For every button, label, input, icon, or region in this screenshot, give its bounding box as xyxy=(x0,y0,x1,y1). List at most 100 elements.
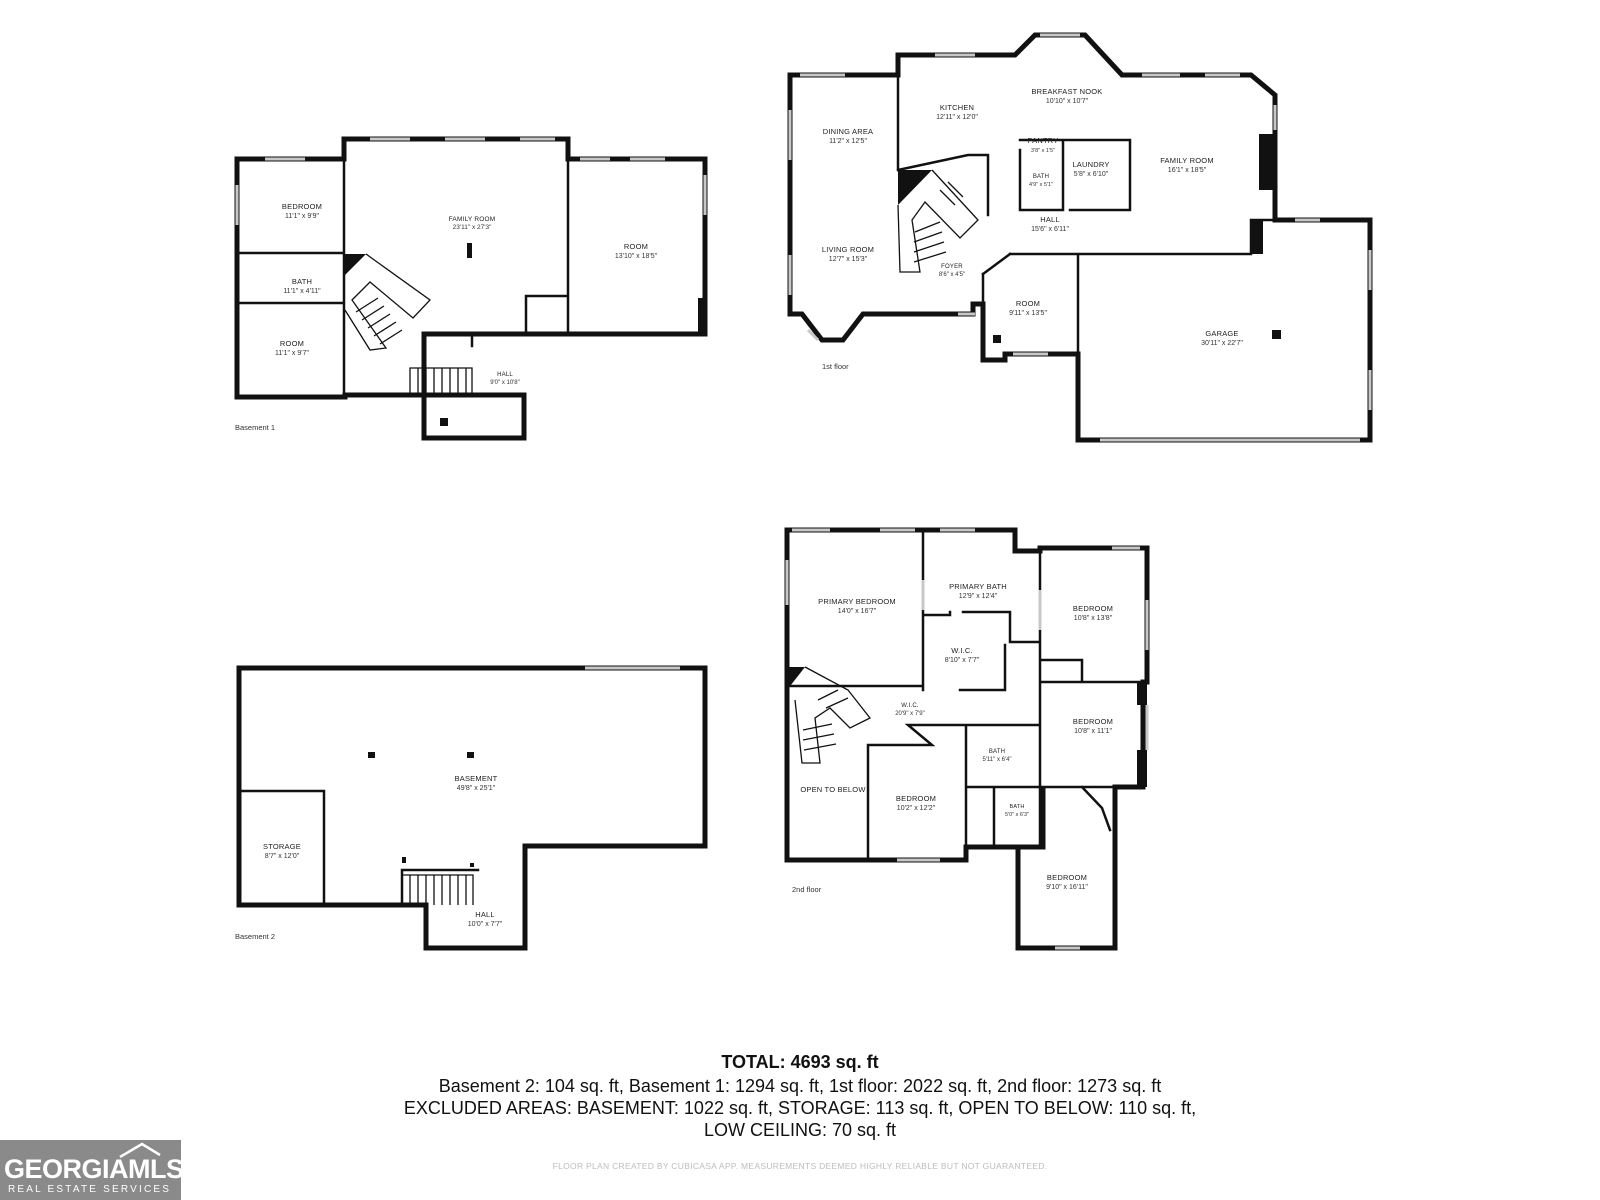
f2-bedroom3-name: BEDROOM xyxy=(896,794,936,803)
basement1-label: Basement 1 xyxy=(235,423,275,432)
f2-bedroom4-name: BEDROOM xyxy=(1047,873,1087,882)
first-floor-label: 1st floor xyxy=(822,362,849,371)
first-floor-plan: DINING AREA 11'2" x 12'5" KITCHEN 12'11"… xyxy=(787,32,1373,443)
b1-family-room-dims: 23'11" x 27'3" xyxy=(453,224,492,231)
b2-basement-dims: 49'8" x 25'1" xyxy=(457,785,496,792)
first-floor-stairs xyxy=(897,169,979,273)
f2-bedroom1-name: BEDROOM xyxy=(1073,604,1113,613)
second-floor-label: 2nd floor xyxy=(792,885,822,894)
f1-bath-name: BATH xyxy=(1033,174,1049,180)
f1-foyer-name: FOYER xyxy=(941,264,963,270)
f1-breakfast-nook-dims: 10'10" x 10'7" xyxy=(1046,98,1089,105)
f1-living-room-name: LIVING ROOM xyxy=(822,245,874,254)
b1-room-dims: 11'1" x 9'7" xyxy=(275,350,309,357)
f2-open-to-below-name: OPEN TO BELOW xyxy=(800,785,866,794)
f2-bedroom2-dims: 10'8" x 11'1" xyxy=(1074,728,1112,735)
b1-bath-name: BATH xyxy=(292,277,312,286)
basement2-label: Basement 2 xyxy=(235,932,275,941)
f1-dining-dims: 11'2" x 12'5" xyxy=(829,138,867,145)
floor-areas-line: Basement 2: 104 sq. ft, Basement 1: 1294… xyxy=(438,1076,1162,1096)
basement2-outer-wall xyxy=(236,665,708,951)
f2-primary-bath-dims: 12'9" x 12'4" xyxy=(959,593,998,600)
f1-dining-name: DINING AREA xyxy=(823,127,874,136)
f1-kitchen-dims: 12'11" x 12'0" xyxy=(936,114,978,121)
f2-bath1-dims: 5'11" x 6'4" xyxy=(982,757,1011,763)
f1-kitchen-name: KITCHEN xyxy=(940,103,974,112)
f1-bath-dims: 4'9" x 5'1" xyxy=(1029,182,1053,188)
second-floor-wall-block-2 xyxy=(1137,750,1147,787)
total-area: TOTAL: 4693 sq. ft xyxy=(721,1052,879,1072)
basement2-post-4 xyxy=(470,863,474,867)
first-floor-garage-corner xyxy=(1251,220,1263,254)
basement2-post-1 xyxy=(368,752,375,758)
basement1-interior-walls xyxy=(235,157,570,397)
f1-pantry-dims: 3'8" x 1'5" xyxy=(1031,148,1055,154)
basement2-post-2 xyxy=(467,752,474,758)
b2-storage-dims: 8'7" x 12'0" xyxy=(265,853,300,860)
basement2-plan: BASEMENT 49'8" x 25'1" STORAGE 8'7" x 12… xyxy=(235,665,708,951)
b1-bedroom-name: BEDROOM xyxy=(282,202,322,211)
f1-hall-dims: 15'6" x 6'11" xyxy=(1031,226,1069,233)
b2-hall-name: HALL xyxy=(475,910,495,919)
second-floor-stairs xyxy=(794,666,872,764)
f1-laundry-name: LAUNDRY xyxy=(1072,160,1109,169)
f1-room-name: ROOM xyxy=(1016,299,1040,308)
f2-bedroom1-dims: 10'8" x 13'8" xyxy=(1074,615,1113,622)
f2-bedroom4-dims: 9'10" x 16'11" xyxy=(1046,884,1088,891)
first-floor-stair-corner xyxy=(898,170,932,205)
f1-laundry-dims: 5'8" x 6'10" xyxy=(1074,171,1109,178)
basement1-windows xyxy=(235,137,707,225)
first-floor-room-post xyxy=(993,335,1001,343)
basement2-post-3 xyxy=(402,857,406,863)
f1-family-room-dims: 16'1" x 18'5" xyxy=(1168,167,1207,174)
f1-breakfast-nook-name: BREAKFAST NOOK xyxy=(1031,87,1102,96)
excluded-areas-line: EXCLUDED AREAS: BASEMENT: 1022 sq. ft, S… xyxy=(403,1098,1197,1118)
f2-primary-bedroom-dims: 14'0" x 16'7" xyxy=(838,608,877,615)
roof-icon xyxy=(119,1142,161,1158)
b1-hall-dims: 9'0" x 10'8" xyxy=(490,380,520,386)
f1-family-room-name: FAMILY ROOM xyxy=(1160,156,1214,165)
basement1-outer-wall xyxy=(234,136,708,441)
first-floor-windows xyxy=(788,33,1372,442)
f1-foyer-dims: 8'6" x 4'5" xyxy=(939,272,965,278)
b1-room-name: ROOM xyxy=(280,339,304,348)
second-floor-interior-walls xyxy=(785,528,1145,862)
basement1-plan: BEDROOM 11'1" x 9'9" BATH 11'1" x 4'11" … xyxy=(234,136,708,441)
f1-garage-dims: 30'11" x 22'7" xyxy=(1201,340,1243,347)
b1-bedroom-dims: 11'1" x 9'9" xyxy=(285,213,319,220)
first-floor-fireplace xyxy=(1259,134,1275,190)
garage-post xyxy=(1272,330,1281,339)
second-floor-plan: PRIMARY BEDROOM 14'0" x 16'7" PRIMARY BA… xyxy=(784,527,1150,951)
f2-primary-bedroom-name: PRIMARY BEDROOM xyxy=(818,597,896,606)
basement1-hall-post xyxy=(440,418,448,426)
f2-wic2-dims: 20'9" x 7'9" xyxy=(895,711,925,717)
f2-bedroom2-name: BEDROOM xyxy=(1073,717,1113,726)
second-floor-windows xyxy=(785,528,1149,950)
second-floor-stair-corner xyxy=(787,667,805,690)
f2-bath2-dims: 5'0" x 6'3" xyxy=(1005,812,1029,818)
f2-wic2-name: W.I.C. xyxy=(901,703,919,709)
second-floor-wall-block-1 xyxy=(1137,682,1147,705)
f2-bath2-name: BATH xyxy=(1009,804,1024,810)
f2-primary-bath-name: PRIMARY BATH xyxy=(949,582,1007,591)
b1-bath-dims: 11'1" x 4'11" xyxy=(283,288,321,295)
basement1-stair-corner xyxy=(344,254,366,276)
b1-room2-name: ROOM xyxy=(624,242,648,251)
f2-bath1-name: BATH xyxy=(989,749,1005,755)
f1-pantry-name: PANTRY xyxy=(1028,136,1059,145)
basement1-family-post xyxy=(467,243,472,258)
basement2-stairs xyxy=(402,874,474,905)
credit-note: FLOOR PLAN CREATED BY CUBICASA APP. MEAS… xyxy=(552,1161,1048,1171)
f2-bedroom3-dims: 10'2" x 12'2" xyxy=(897,805,936,812)
b1-room2-dims: 13'10" x 18'5" xyxy=(615,253,658,260)
b1-family-room-name: FAMILY ROOM xyxy=(449,216,496,223)
f1-garage-name: GARAGE xyxy=(1205,329,1238,338)
basement2-interior-walls xyxy=(237,789,480,907)
b2-basement-name: BASEMENT xyxy=(455,774,498,783)
low-ceiling-line: LOW CEILING: 70 sq. ft xyxy=(703,1120,897,1140)
f1-living-room-dims: 12'7" x 15'3" xyxy=(829,256,868,263)
f1-room-dims: 9'11" x 13'5" xyxy=(1009,310,1047,317)
basement1-stairs xyxy=(344,253,473,396)
basement1-wall-block xyxy=(698,298,705,334)
logo-subtext: REAL ESTATE SERVICES xyxy=(8,1184,172,1195)
